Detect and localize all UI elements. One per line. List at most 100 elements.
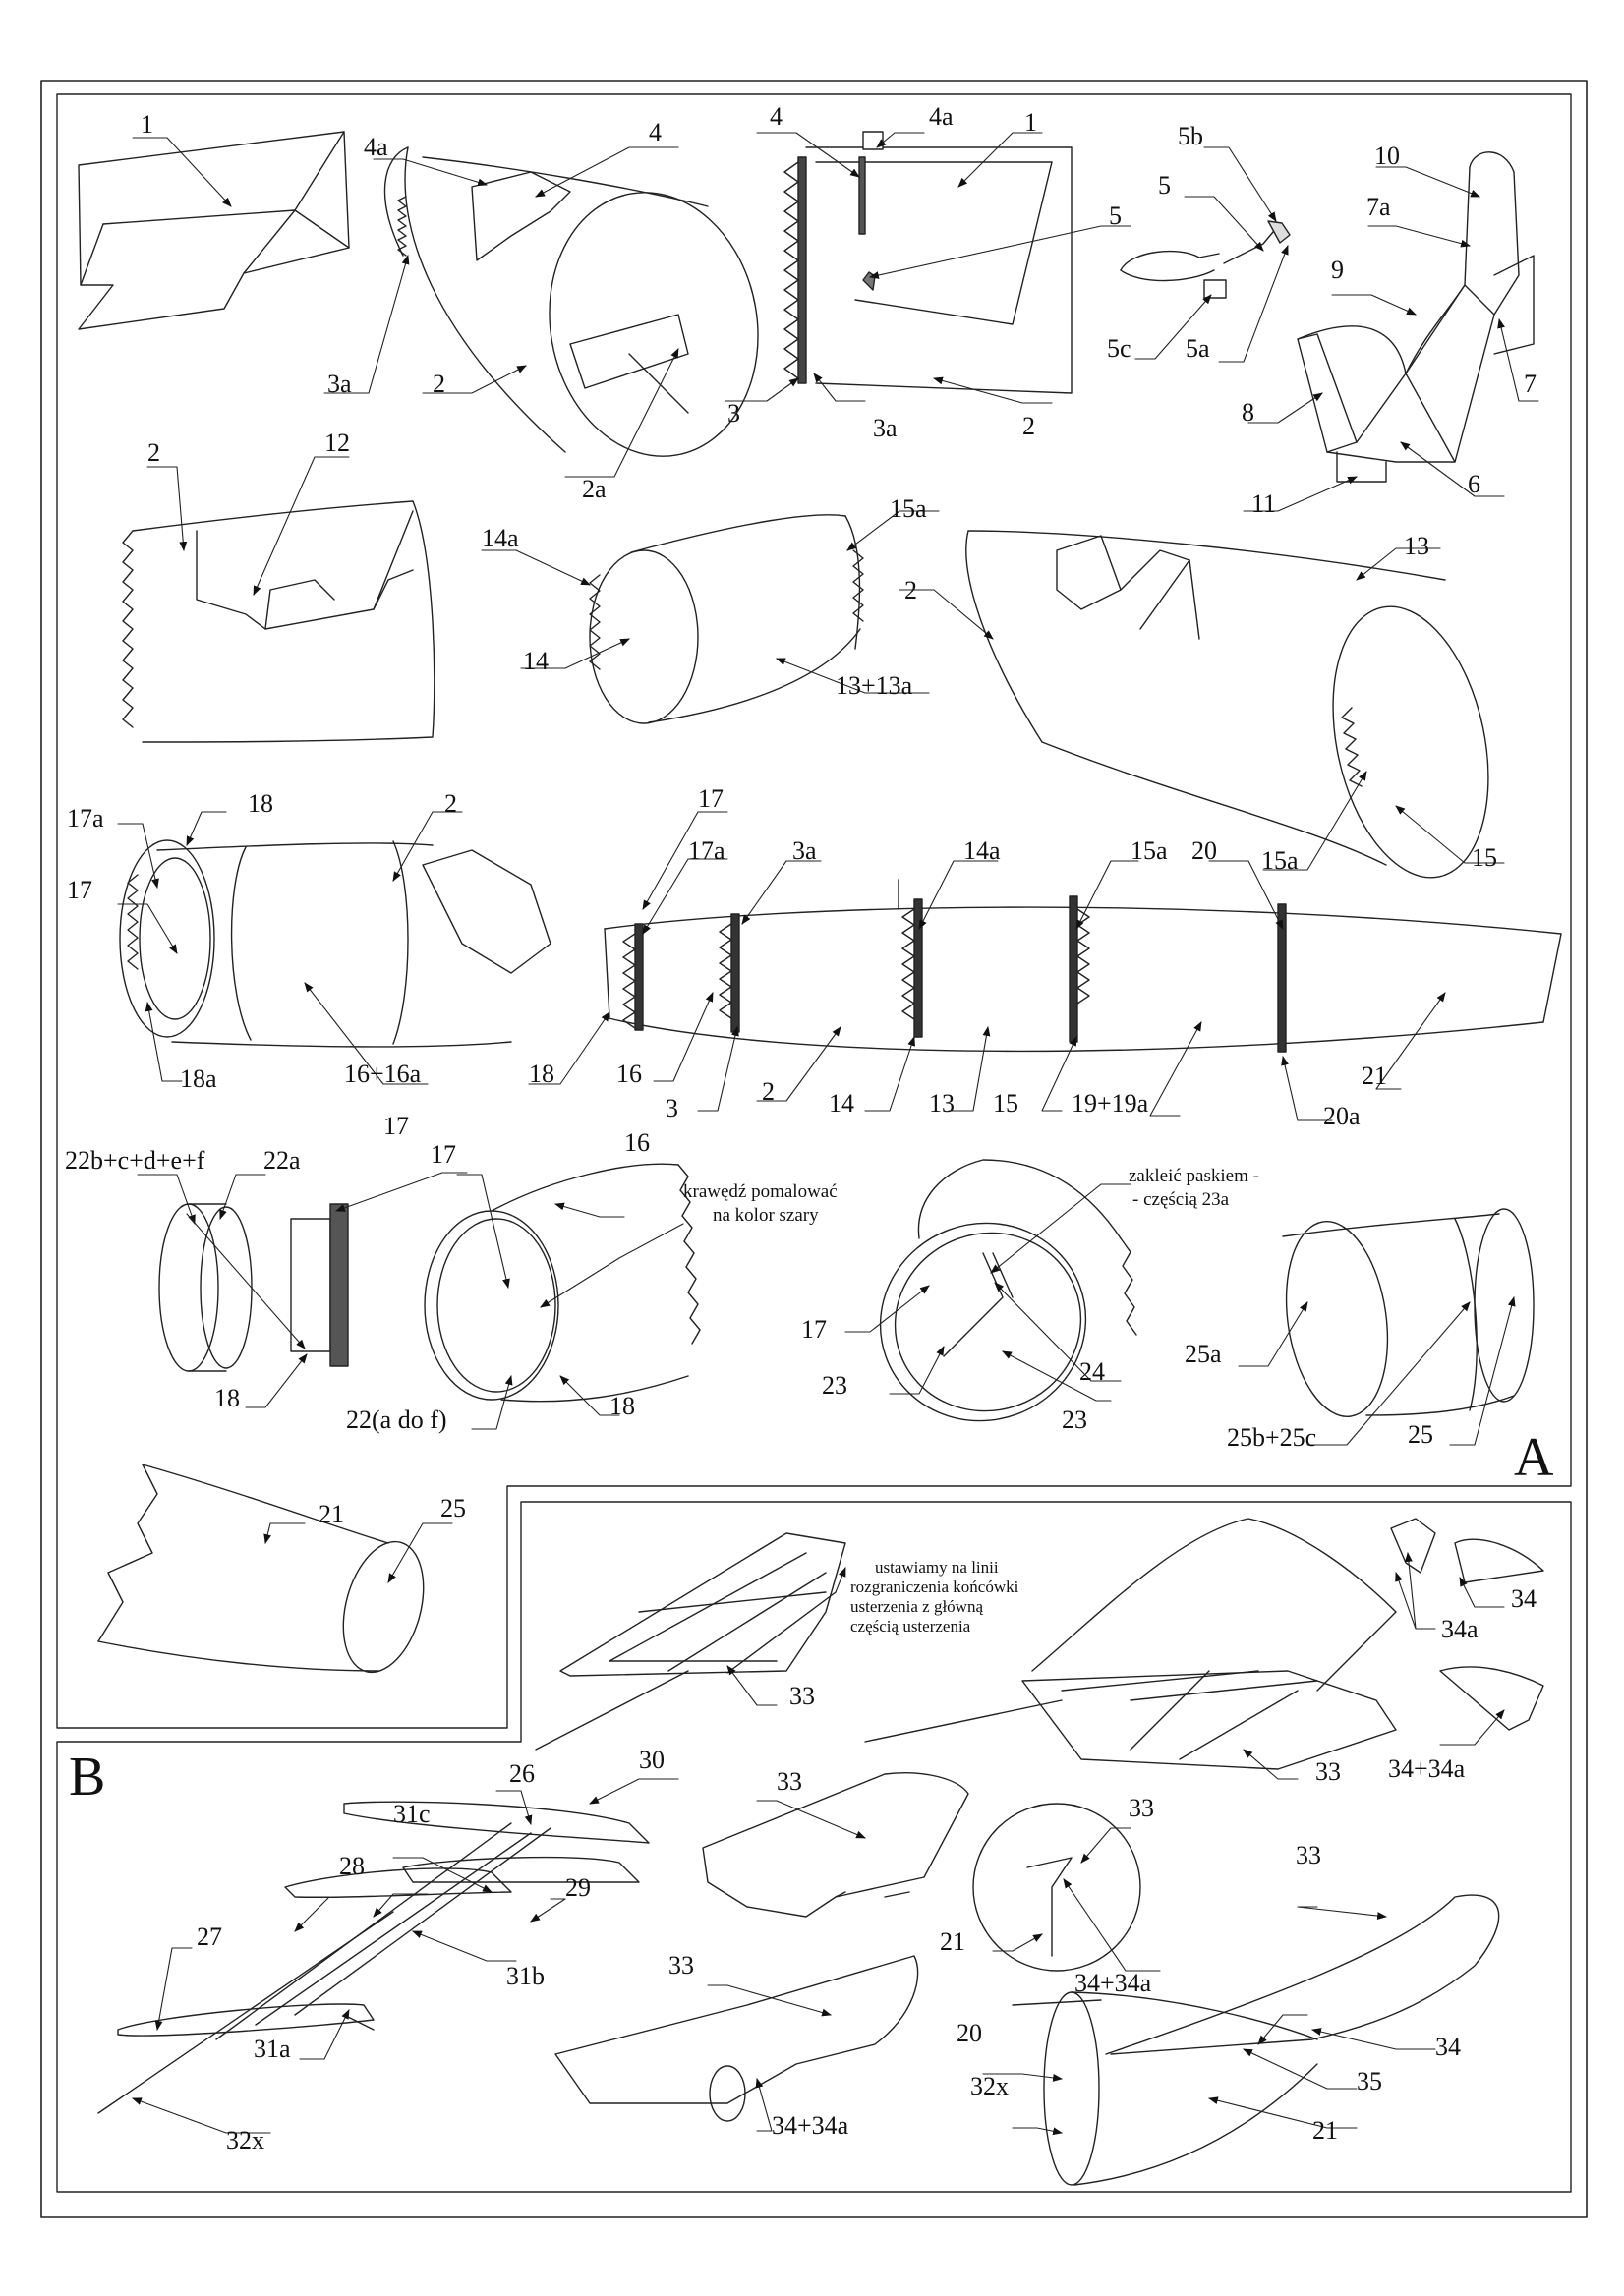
part-label: 7: [1524, 370, 1537, 398]
parts-34-fin-tips: [1390, 1518, 1544, 1731]
fin-note-line-3: usterzenia z główną: [850, 1597, 983, 1616]
part-label: 35: [1357, 2067, 1382, 2095]
part-label: 27: [197, 1923, 222, 1951]
part-label: 2: [147, 438, 160, 467]
part-label: 14: [523, 647, 549, 675]
section-b-border: [56, 1501, 1572, 2193]
part-label: 3: [727, 399, 740, 428]
part-label: 4a: [929, 102, 954, 131]
part-label: 3: [666, 1094, 678, 1122]
part-label: 5: [1158, 171, 1171, 200]
part-1-cockpit-tub: [78, 131, 350, 330]
fin-note-line-4: częścią usterzenia: [850, 1617, 971, 1636]
part-label: 25a: [1185, 1340, 1222, 1368]
part-label: 17: [431, 1140, 456, 1169]
part-label: 22a: [263, 1146, 301, 1175]
part-label: 16: [616, 1060, 642, 1088]
part-label: 13+13a: [836, 671, 913, 700]
part-label: 7a: [1366, 193, 1391, 221]
part-label: 33: [1315, 1757, 1341, 1786]
part-label: 32x: [226, 2126, 264, 2154]
part-label: 34+34a: [1388, 1754, 1466, 1783]
part-label: 2: [433, 370, 445, 398]
part-label: 5c: [1107, 334, 1131, 363]
part-label: 21: [1312, 2116, 1338, 2145]
paint-note-line-2: na kolor szary: [713, 1205, 819, 1226]
part-label: 33: [789, 1682, 815, 1710]
part-label: 14a: [482, 524, 519, 552]
part-label: 2: [762, 1077, 775, 1106]
part-label: 23: [1062, 1406, 1087, 1434]
part-label: 1: [1024, 108, 1037, 137]
part-label: 13: [1404, 532, 1429, 560]
part-sheet-with-teeth: [783, 131, 1073, 394]
part-label: 18: [529, 1060, 554, 1088]
part-label: 25: [440, 1494, 466, 1522]
part-label: 20a: [1323, 1102, 1361, 1130]
part-label: 28: [339, 1852, 365, 1880]
part-label: 5b: [1178, 122, 1203, 150]
page-border: [40, 80, 1588, 2218]
part-label: 20: [1191, 836, 1217, 865]
part-label: 17: [698, 784, 724, 813]
part-label: 25: [1408, 1420, 1433, 1449]
part-23-24-nozzle: [879, 1159, 1137, 1422]
section-a-border: [56, 93, 1572, 1729]
part-label: 2: [1022, 412, 1035, 440]
part-label: 32x: [970, 2072, 1009, 2100]
stabilizer-b2: [554, 1955, 919, 2122]
part-label: 34+34a: [1074, 1969, 1152, 1997]
part-label: 34: [1511, 1584, 1537, 1613]
part-label: 17: [801, 1315, 827, 1344]
part-label: 21: [1362, 1062, 1387, 1090]
part-label: 10: [1374, 142, 1400, 170]
part-13-rear-drum: [965, 530, 1489, 879]
part-label: 1: [141, 110, 153, 139]
part-14-ring: [589, 514, 864, 724]
part-25-cone: [1282, 1208, 1535, 1417]
part-seat-6-11: [1297, 151, 1535, 483]
part-label: 31c: [393, 1800, 431, 1828]
part-label: 8: [1242, 398, 1254, 427]
part-label: 22(a do f): [346, 1406, 447, 1434]
part-label: 2: [444, 789, 457, 818]
section-a-letter: A: [1514, 1427, 1554, 1488]
part-label: 22b+c+d+e+f: [65, 1146, 205, 1175]
part-16-engine-intake: [119, 839, 551, 1048]
part-label: 16+16a: [344, 1060, 422, 1088]
part-5-seat-harness: [1120, 220, 1291, 299]
leader-lines: [117, 132, 1539, 2136]
part-label: 31a: [254, 2035, 291, 2063]
part-16-18-rear-ring: [424, 1163, 701, 1403]
part-label: 21: [319, 1500, 344, 1528]
part-label: 4: [649, 118, 662, 146]
part-label: 12: [324, 429, 350, 457]
part-label: 15a: [1261, 846, 1299, 875]
part-label: 15a: [1131, 836, 1168, 865]
wing-1-frame: [864, 1518, 1397, 1770]
part-label: 20: [957, 2019, 982, 2047]
part-label: 23: [822, 1371, 847, 1400]
part-label: 15: [993, 1089, 1018, 1118]
part-label: 31b: [506, 1962, 545, 1990]
part-label: 5: [1109, 201, 1122, 230]
full-fuselage-assembly: [604, 879, 1562, 1053]
part-label: 17a: [67, 804, 104, 832]
part-label: 4a: [364, 133, 388, 161]
part-label: 13: [929, 1089, 955, 1118]
part-label: 33: [1129, 1794, 1154, 1822]
glue-note-line-1: zakleić paskiem -: [1129, 1166, 1259, 1186]
part-label: 2: [904, 576, 917, 604]
part-label: 30: [639, 1746, 665, 1774]
part-label: 6: [1468, 470, 1480, 498]
part-22-ring-assembly: [158, 1203, 349, 1372]
part-label: 26: [509, 1759, 535, 1788]
tail-spar-frame: [97, 1801, 650, 2114]
part-label: 21: [940, 1927, 965, 1956]
part-label: 14: [829, 1089, 854, 1118]
part-label: 18a: [180, 1064, 217, 1093]
part-label: 3a: [792, 836, 817, 865]
stabilizer-b1: [702, 1772, 969, 1918]
